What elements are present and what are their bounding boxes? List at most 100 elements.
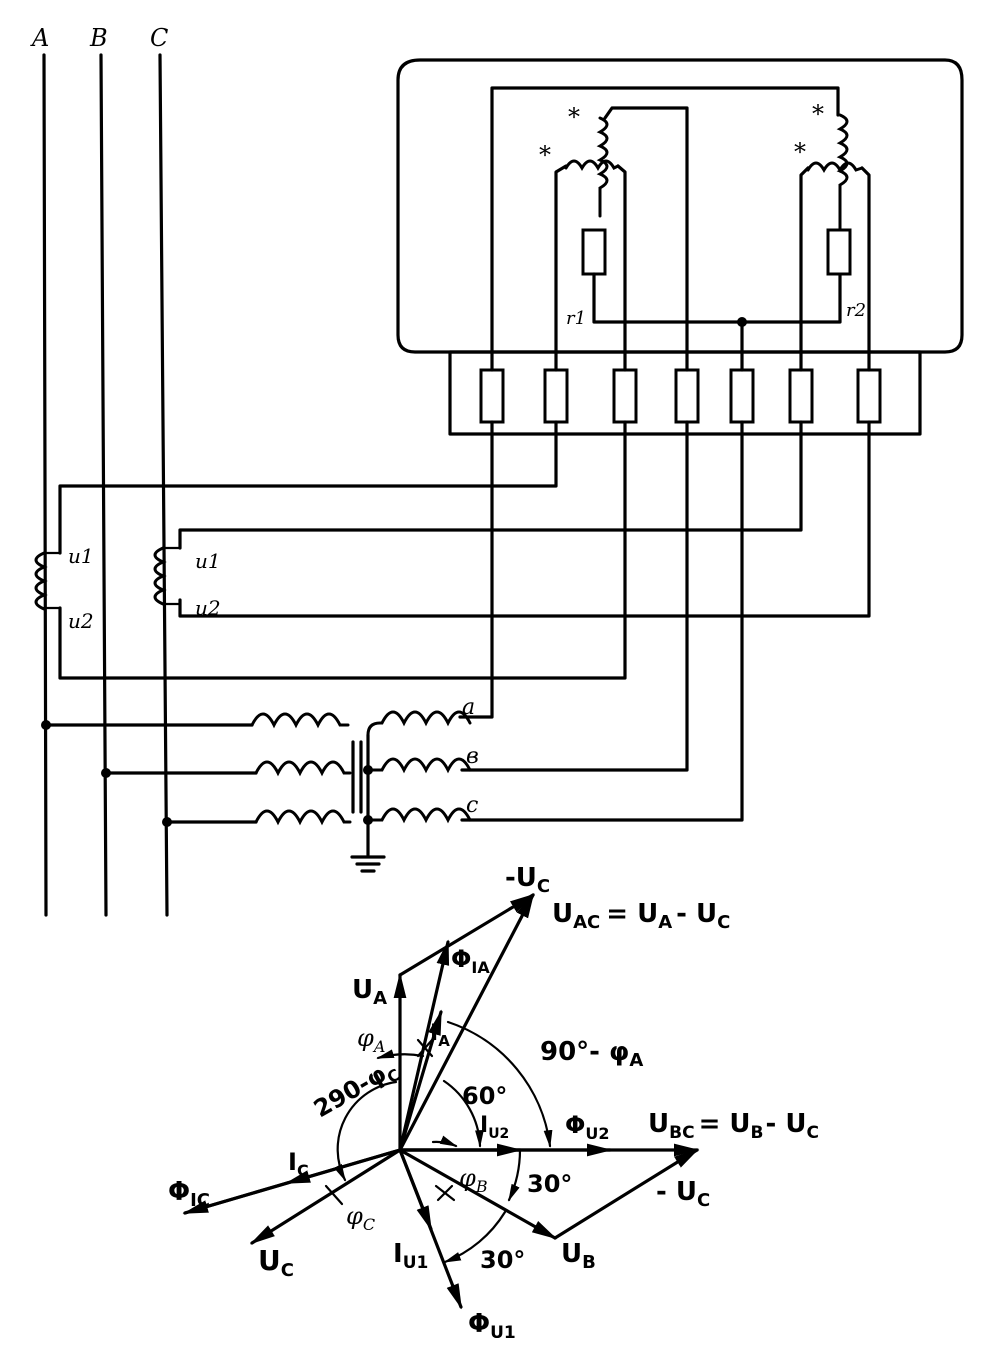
node-b xyxy=(101,768,111,778)
ct-terminal-a-label: a xyxy=(462,695,475,720)
tick-phi-c xyxy=(324,1184,344,1206)
ct-terminal-b-label: в xyxy=(466,744,479,769)
terminal-3 xyxy=(612,368,638,424)
vector-uac xyxy=(398,892,535,1152)
wire-t3-to-vt1-u2 xyxy=(58,420,627,680)
terminal-5 xyxy=(729,368,755,424)
vector-minus-uc-top xyxy=(398,893,536,977)
junction-dot xyxy=(737,317,747,327)
label-phi-b: φB xyxy=(459,1164,488,1196)
phase-label-c: C xyxy=(150,24,168,52)
wire-t5-to-ct-c xyxy=(460,420,744,822)
label-phi-ic: ΦIC xyxy=(168,1177,210,1211)
wire-t6-internal xyxy=(799,166,810,372)
node-a xyxy=(41,720,51,730)
label-30-bottom: 30° xyxy=(480,1246,525,1274)
vector-ia xyxy=(398,1009,443,1152)
vt2-u2-label: u2 xyxy=(195,596,221,620)
wire-t2-to-vt1-u1 xyxy=(58,420,558,555)
meter: * * * * r1 r2 xyxy=(396,58,964,436)
label-uac: UAC= UA- UC xyxy=(552,899,730,933)
tick-phi-a-2 xyxy=(416,1038,434,1058)
label-ic: IC xyxy=(288,1148,309,1180)
phase-label-a: A xyxy=(30,24,49,52)
label-minus-uc-right: - UC xyxy=(656,1177,710,1211)
ct-secondary-c xyxy=(366,807,472,824)
ct-secondary-a xyxy=(366,710,472,737)
terminal-2 xyxy=(543,368,569,424)
bus-a xyxy=(42,53,48,917)
star-mark-1: * xyxy=(568,103,580,131)
label-phi-ia: ΦIA xyxy=(451,945,490,977)
label-90-minus-phi-a: 90°- φA xyxy=(540,1037,643,1071)
terminal-1 xyxy=(479,368,505,424)
terminal-4 xyxy=(674,368,700,424)
current-transformers: a в c xyxy=(41,695,479,873)
ct-secondary-b xyxy=(366,757,472,774)
vt1-u2-label: u2 xyxy=(68,609,94,633)
voltage-transformer-2: u1 u2 xyxy=(153,546,221,620)
ct-primary-a xyxy=(250,712,350,729)
vector-phi-u1 xyxy=(398,1148,463,1310)
wire-t3-internal xyxy=(616,164,627,372)
external-wiring xyxy=(58,420,871,822)
wire-t7-to-vt2-u2 xyxy=(178,420,871,618)
star-mark-2: * xyxy=(539,141,551,169)
vt1-winding xyxy=(34,551,48,611)
arc-90-minus-phi-a xyxy=(446,1020,553,1148)
star-mark-3: * xyxy=(812,100,824,128)
terminal-7 xyxy=(856,368,882,424)
label-ubc: UBC= UB- UC xyxy=(648,1109,819,1143)
vt1-u1-label: u1 xyxy=(68,544,94,568)
label-ia: IA xyxy=(430,1021,450,1050)
wire-t1-to-ct-a xyxy=(458,420,494,719)
vector-phi-ic xyxy=(182,1148,402,1215)
terminal-block xyxy=(448,350,922,436)
label-290-minus-phi-c: 290-φC xyxy=(309,1054,403,1127)
wire-t4-internal xyxy=(603,106,689,372)
arc-phi-a xyxy=(376,1049,425,1060)
label-ub: UB xyxy=(561,1239,596,1273)
vector-uc xyxy=(249,1148,402,1245)
vector-ub xyxy=(398,1148,558,1240)
phase-buses: A B C xyxy=(30,24,169,917)
terminals xyxy=(479,368,882,424)
arc-60 xyxy=(442,1079,484,1148)
label-minus-uc-top: -UC xyxy=(505,863,550,897)
arc-30-right xyxy=(507,1148,522,1202)
current-coil-left xyxy=(564,159,620,172)
ground-symbol xyxy=(350,855,386,873)
wire-t7-internal xyxy=(860,166,871,372)
ct-primary-b xyxy=(254,760,352,777)
meter-case xyxy=(396,58,964,354)
wire-t2-internal xyxy=(554,164,568,372)
label-phi-a: φA xyxy=(357,1024,385,1056)
label-30-right: 30° xyxy=(527,1170,572,1198)
label-phi-u1: ΦU1 xyxy=(468,1309,516,1343)
wire-resistor-junction xyxy=(592,272,842,324)
wire-t4-to-ct-b xyxy=(460,420,689,772)
vt2-winding xyxy=(153,546,167,606)
voltage-coil-right xyxy=(836,113,849,243)
resistor-left xyxy=(581,228,607,276)
terminal-6 xyxy=(788,368,814,424)
voltage-transformer-1: u1 u2 xyxy=(34,544,94,633)
resistor-right xyxy=(826,228,852,276)
arc-30-bottom xyxy=(443,1210,507,1264)
star-mark-4: * xyxy=(794,138,806,166)
tick-phi-b-2 xyxy=(436,1184,454,1202)
label-uc: UC xyxy=(258,1244,294,1281)
wire-t1-internal xyxy=(490,86,840,372)
neutral-node-c xyxy=(363,815,373,825)
node-c xyxy=(162,817,172,827)
arc-290-minus-phi-c xyxy=(333,1080,398,1182)
label-iu2: IU2 xyxy=(480,1113,509,1142)
label-r2: r2 xyxy=(846,300,866,321)
phasor-diagram: -UC UAC= UA- UC UA ΦIA IA φA 90°- φA 290… xyxy=(168,863,819,1343)
label-phi-c: φC xyxy=(346,1202,375,1234)
current-coil-right xyxy=(806,161,864,174)
label-ua: UA xyxy=(352,975,387,1009)
voltage-coil-left xyxy=(596,116,609,218)
arc-small xyxy=(431,1135,458,1148)
